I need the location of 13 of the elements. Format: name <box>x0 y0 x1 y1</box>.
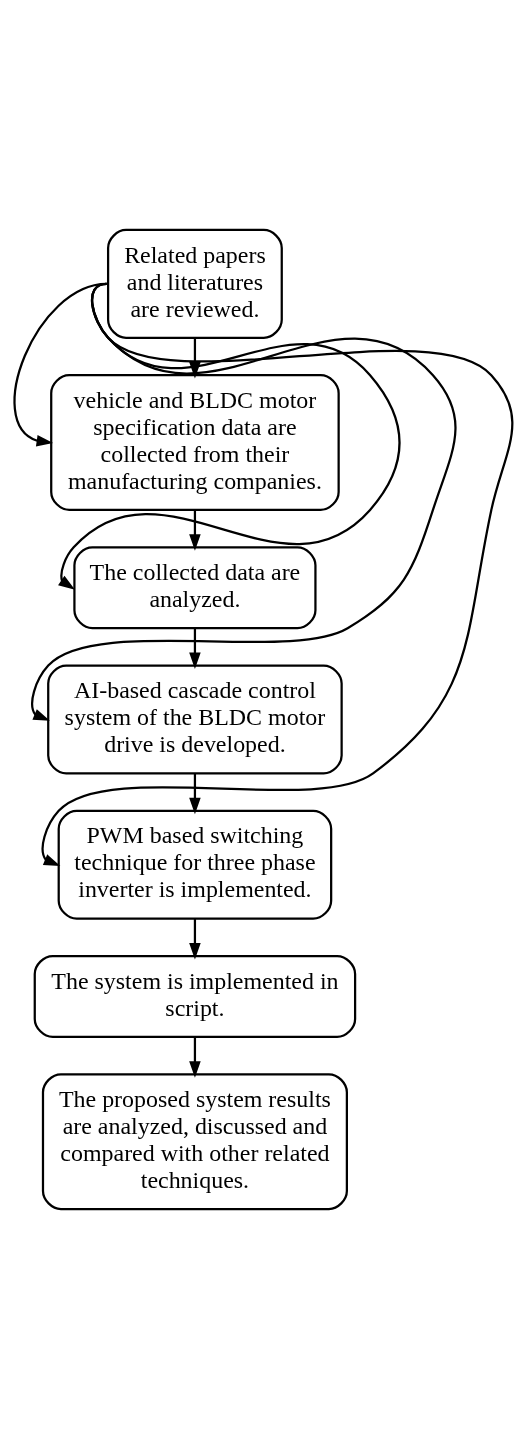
node-box: PWM based switching technique for three phase inverter is implemented. <box>57 809 333 920</box>
arrow <box>189 918 201 959</box>
node-box: The proposed system results are analyzed, discussed and compared with other related techniques. <box>41 1072 348 1210</box>
node-box: AI-based cascade control system of the BLDC motor drive is developed. <box>47 664 343 774</box>
arrow <box>189 627 201 669</box>
node-box: The collected data are analyzed. <box>73 545 317 629</box>
arrow <box>41 282 514 866</box>
node-box: vehicle and BLDC motor specification data are collected from their manufacturing companies. <box>50 373 340 511</box>
arrow <box>189 1036 201 1078</box>
node-box: Related papers and literatures are reviewed. <box>107 228 283 339</box>
arrow <box>189 772 201 814</box>
node-box: The system is implemented in script. <box>33 954 357 1038</box>
arrow <box>189 509 201 551</box>
